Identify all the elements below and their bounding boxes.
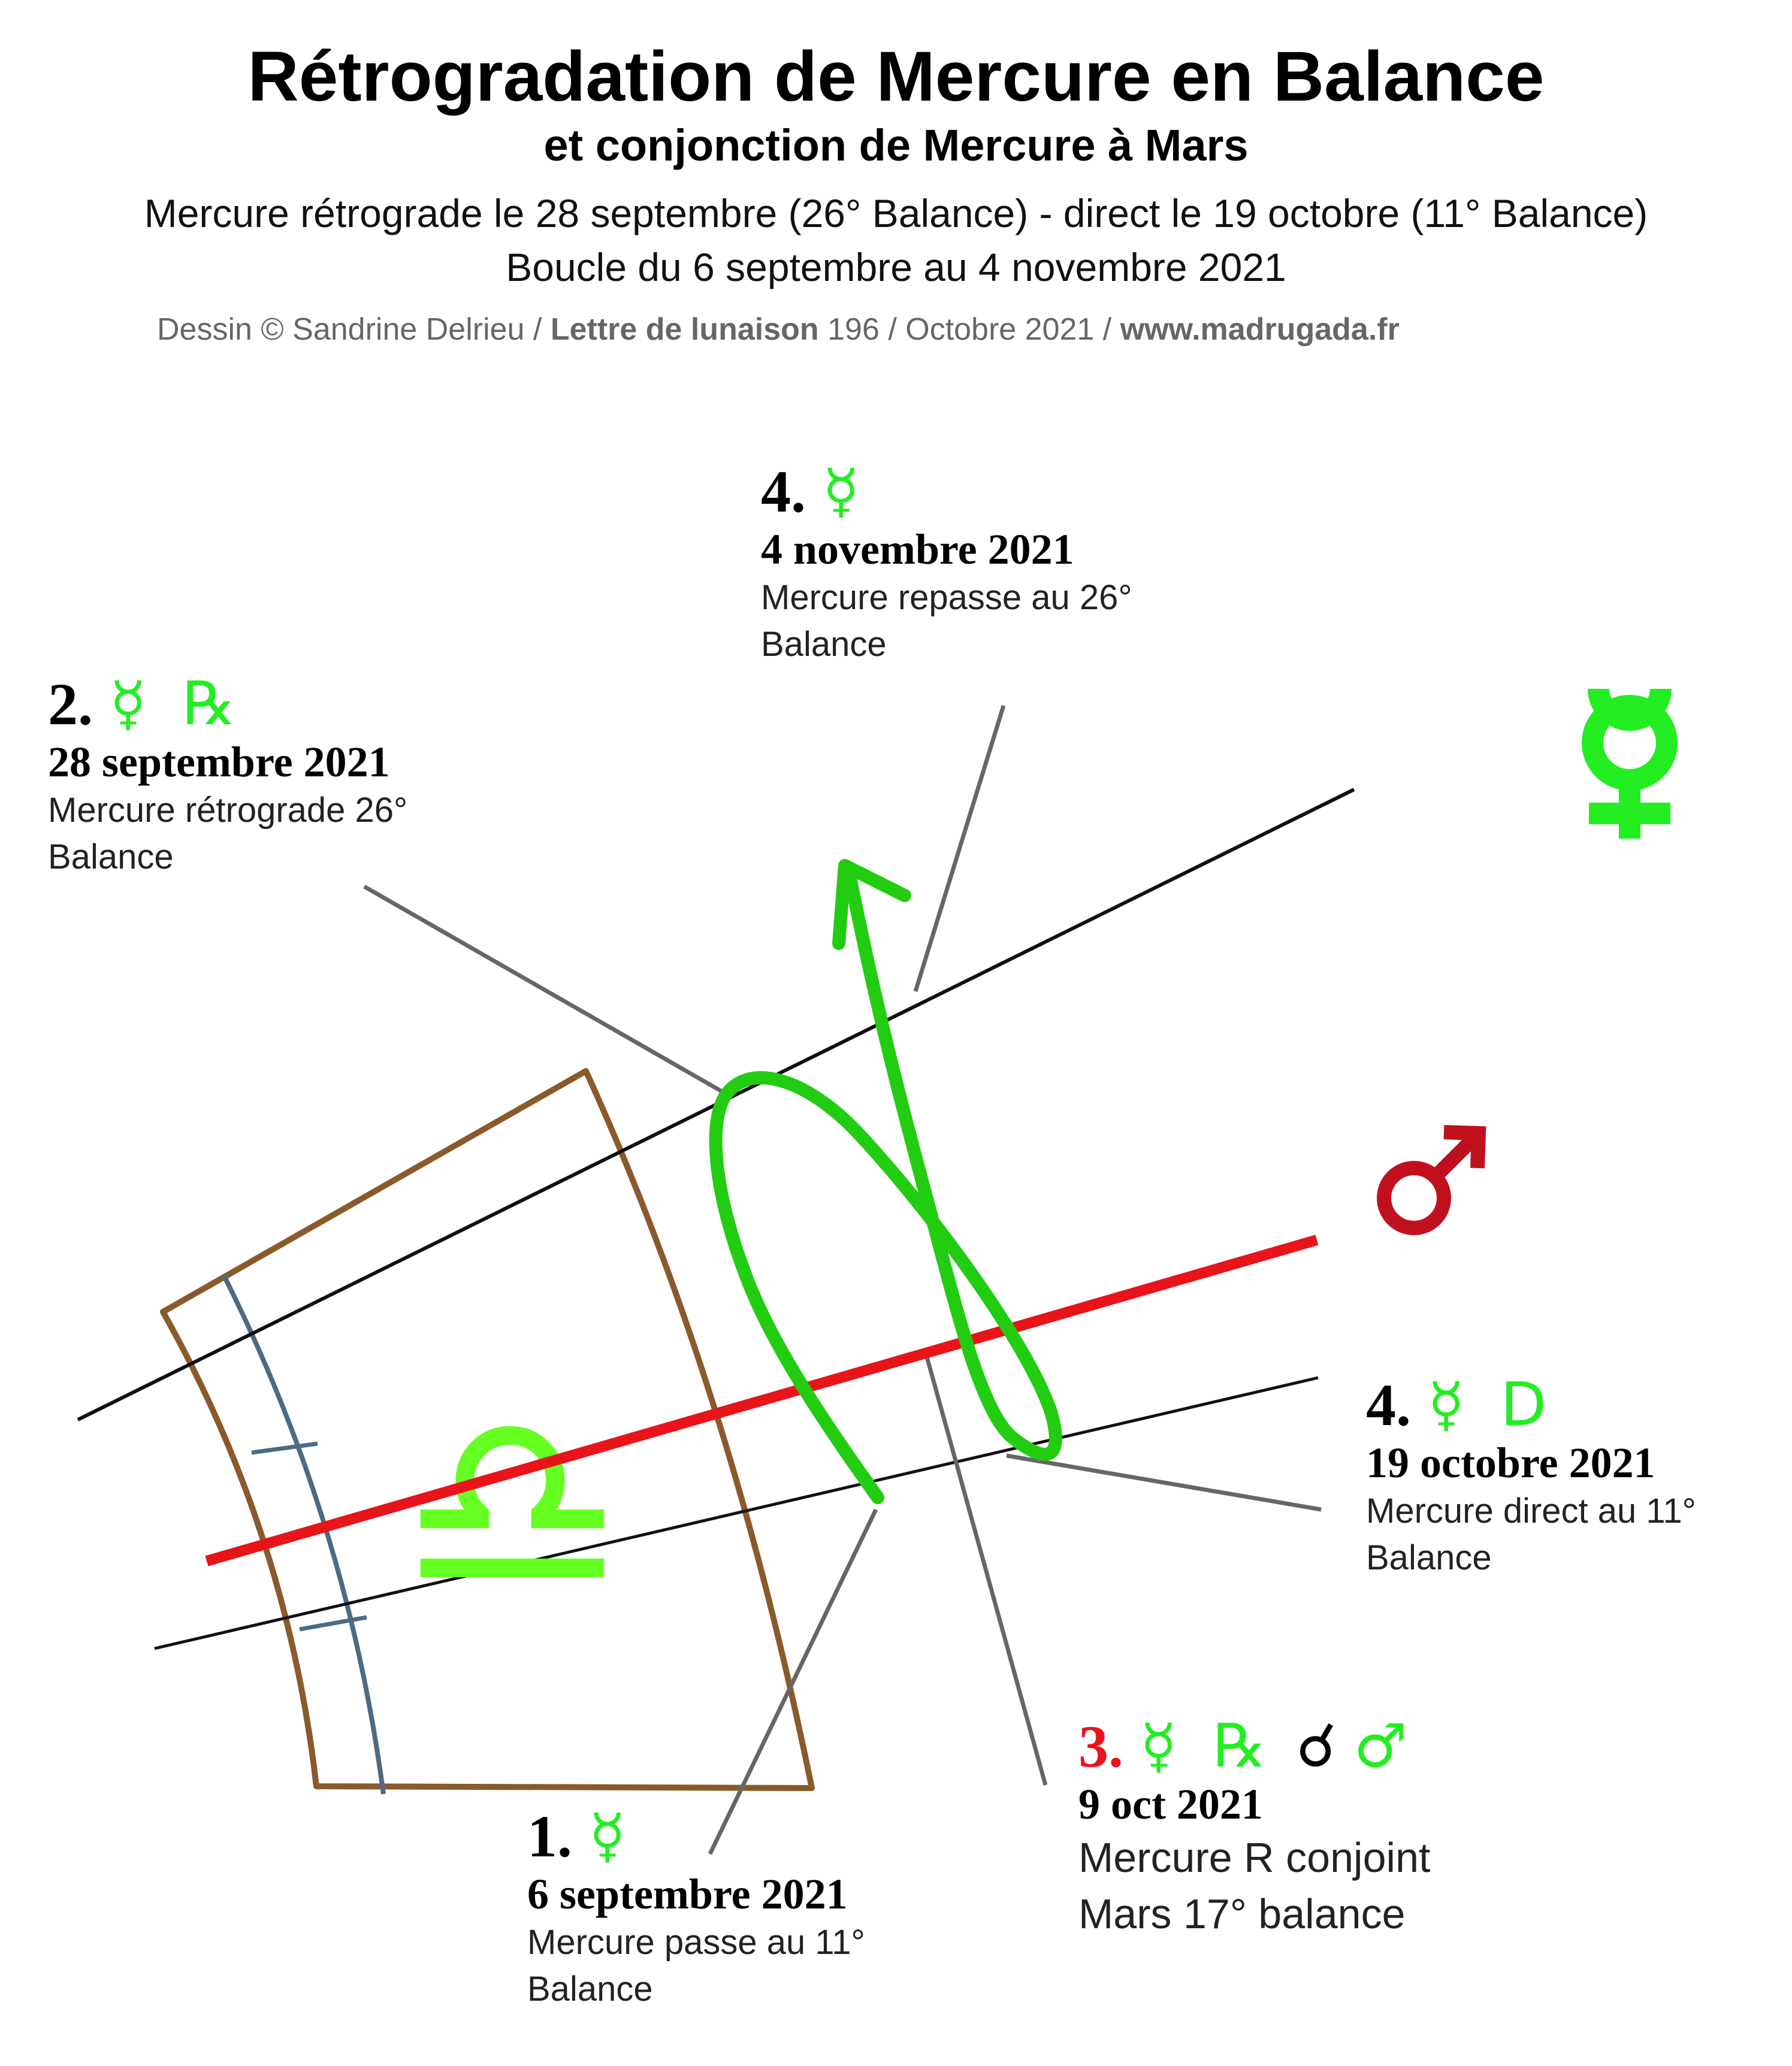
mercury-symbol-large-icon [1582, 688, 1678, 839]
label-desc-line1: Mercure rétrograde 26° [48, 790, 408, 830]
label-desc-line1: Mercure repasse au 26° [761, 577, 1132, 617]
label-date: 9 oct 2021 [1078, 1780, 1263, 1828]
label-desc-line2: Mars 17° balance [1078, 1890, 1406, 1938]
label-point-3-conjunction: 3. ☿ ℞ ☌♂ 9 oct 2021 Mercure R conjoint Mar… [1078, 1713, 1430, 1943]
label-desc-line1: Mercure direct au 11° [1366, 1491, 1696, 1530]
mercury-loop-arrowhead [832, 859, 911, 950]
label-point-1-sep: 1. ☿ 6 septembre 2021 Mercure passe au 11… [527, 1803, 865, 2013]
mercury-icon: ☿ [589, 1801, 626, 1871]
credit-prefix: Dessin © Sandrine Delrieu / [157, 312, 542, 347]
retrograde-icon: ℞ [182, 668, 237, 739]
pointer-line-p2 [363, 884, 726, 1096]
label-point-2-sep: 2. ☿ ℞ 28 septembre 2021 Mercure rétrograd… [48, 671, 407, 881]
label-desc-line2: Balance [761, 625, 887, 664]
label-date: 28 septembre 2021 [48, 738, 390, 786]
libra-sector-outline [160, 1068, 815, 1791]
mars-line [205, 1235, 1319, 1566]
label-desc-line2: Balance [48, 837, 174, 877]
degree-tick-lower [299, 1615, 367, 1632]
page-subtitle: et conjonction de Mercure à Mars [543, 120, 1249, 170]
label-date: 6 septembre 2021 [527, 1870, 848, 1918]
label-point-4-nov: 4. ☿ 4 novembre 2021 Mercure repasse au 2… [761, 458, 1132, 668]
label-desc-line1: Mercure passe au 11° [527, 1922, 865, 1962]
libra-glyph-icon: ♎ [400, 1357, 625, 1650]
mars-symbol-icon [1377, 1125, 1486, 1235]
conjunction-icon: ☌ [1297, 1711, 1337, 1781]
pointer-line-p3 [923, 1352, 1048, 1786]
degree-tick-upper [251, 1441, 318, 1455]
mercury-icon: ☿ [1140, 1711, 1177, 1781]
mercury-icon: ☿ [110, 668, 147, 739]
label-number: 3. [1078, 1713, 1123, 1780]
label-number: 4. [761, 458, 806, 525]
credit-url: www.madrugada.fr [1120, 312, 1400, 347]
pointer-line-p4d [1006, 1453, 1322, 1512]
label-desc-line2: Balance [1366, 1538, 1492, 1578]
label-number: 2. [48, 671, 93, 737]
label-desc-line2: Balance [527, 1970, 653, 2009]
direct-icon: D [1500, 1369, 1547, 1439]
credit-line: Dessin © Sandrine Delrieu / Lettre de lu… [157, 311, 1400, 347]
label-number: 1. [527, 1803, 572, 1870]
credit-issue: 196 / Octobre 2021 / [827, 312, 1112, 347]
pointer-line-p1 [708, 1508, 878, 1855]
mercury-icon: ☿ [823, 456, 860, 526]
retrograde-icon: ℞ [1213, 1711, 1267, 1781]
label-date: 4 novembre 2021 [761, 525, 1074, 573]
mercury-loop-path [709, 874, 1062, 1504]
label-point-4-oct-direct: 4. ☿ D 19 octobre 2021 Mercure direct au 1… [1366, 1372, 1696, 1581]
ecliptic-lower-line [154, 1376, 1319, 1650]
credit-publication: Lettre de lunaison [550, 312, 819, 347]
summary-line-dates: Mercure rétrograde le 28 septembre (26° … [144, 191, 1648, 235]
label-desc-line1: Mercure R conjoint [1078, 1834, 1431, 1881]
mercury-icon: ☿ [1428, 1369, 1465, 1439]
label-number: 4. [1366, 1372, 1411, 1438]
summary-line-loop: Boucle du 6 septembre au 4 novembre 2021 [506, 245, 1286, 289]
pointer-line-p4 [913, 704, 1006, 993]
mars-icon: ♂ [1353, 1711, 1407, 1781]
label-date: 19 octobre 2021 [1366, 1439, 1655, 1487]
page-title: Rétrogradation de Mercure en Balance [247, 37, 1545, 116]
